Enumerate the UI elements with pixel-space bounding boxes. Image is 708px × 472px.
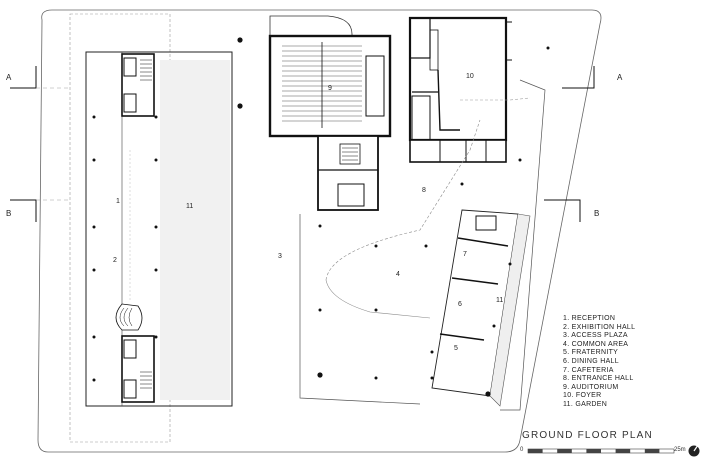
legend-item: 3. ACCESS PLAZA bbox=[563, 332, 628, 340]
legend-item: 8. ENTRANCE HALL bbox=[563, 375, 634, 383]
legend-item: 5. FRATERNITY bbox=[563, 349, 619, 357]
exhibition-wing bbox=[85, 51, 233, 407]
legend-item: 7. CAFETERIA bbox=[563, 366, 614, 374]
entrance-core bbox=[317, 135, 379, 211]
section-a-right-label: A bbox=[617, 73, 623, 82]
common-area-edge bbox=[325, 279, 431, 319]
room-number-4: 4 bbox=[396, 271, 400, 278]
legend-item: 1. RECEPTION bbox=[563, 315, 616, 322]
legend-item: 9. AUDITORIUM bbox=[563, 383, 619, 391]
room-number-9: 9 bbox=[328, 85, 332, 92]
north-arrow-icon bbox=[688, 444, 700, 457]
legend-item: 10. FOYER bbox=[563, 392, 602, 400]
service-rooms bbox=[409, 139, 507, 163]
legend-item: 11. GARDEN bbox=[563, 400, 608, 408]
room-number-2: 2 bbox=[113, 257, 117, 264]
room-number-8: 8 bbox=[422, 187, 426, 194]
scale-start-label: 0 bbox=[520, 447, 524, 453]
section-b-right-label: B bbox=[594, 209, 599, 218]
legend-item: 4. COMMON AREA bbox=[563, 340, 629, 348]
section-a-left-label: A bbox=[6, 73, 12, 82]
legend-item: 2. EXHIBITION HALL bbox=[563, 323, 636, 331]
section-lines bbox=[10, 66, 595, 222]
east-wing bbox=[431, 209, 531, 407]
room-number-7: 7 bbox=[463, 251, 467, 258]
scale-bar bbox=[527, 448, 675, 454]
canopy-outline bbox=[69, 13, 171, 443]
room-number-1: 1 bbox=[116, 198, 120, 205]
spiral-stair bbox=[115, 303, 143, 331]
common-area-outline bbox=[325, 119, 481, 281]
section-b-left-label: B bbox=[6, 209, 11, 218]
slope-outline bbox=[500, 79, 546, 411]
garden-area bbox=[160, 60, 230, 400]
columns-west bbox=[92, 115, 158, 382]
room-number-3: 3 bbox=[278, 253, 282, 260]
room-number-6: 6 bbox=[458, 301, 462, 308]
plaza-boundary bbox=[299, 214, 421, 405]
plan-title: GROUND FLOOR PLAN bbox=[522, 430, 653, 441]
scale-end-label: 25m bbox=[674, 447, 686, 453]
room-number-11-east: 11 bbox=[496, 297, 503, 304]
legend: 1. RECEPTION 2. EXHIBITION HALL 3. ACCES… bbox=[563, 315, 703, 410]
columns-plaza bbox=[237, 37, 550, 397]
south-core bbox=[121, 335, 155, 403]
legend-item: 6. DINING HALL bbox=[563, 357, 619, 365]
room-number-11-west: 11 bbox=[186, 203, 193, 210]
room-number-5: 5 bbox=[454, 345, 458, 352]
north-core bbox=[121, 53, 155, 117]
auditorium-block bbox=[268, 15, 392, 138]
site-boundary bbox=[37, 9, 602, 453]
room-number-10: 10 bbox=[466, 73, 474, 80]
